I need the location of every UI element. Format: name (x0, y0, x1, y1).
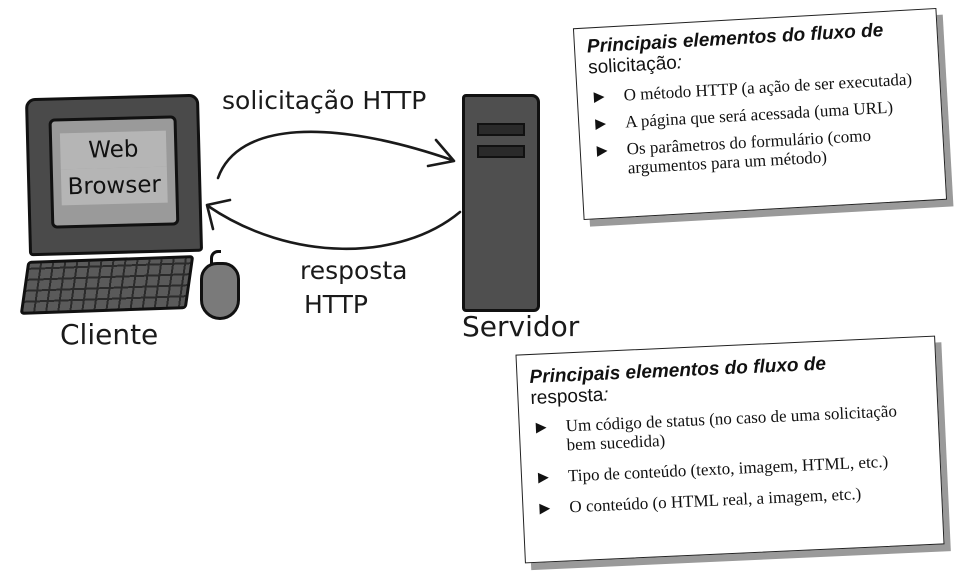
request-box-subtitle-text: solicitação (587, 52, 678, 79)
response-box-subtitle-suffix: : (602, 384, 610, 406)
triangle-bullet-icon: ▶ (593, 88, 606, 106)
client-label: Cliente (60, 318, 159, 351)
list-item: ▶ Os parâmetros do formulário (como argum… (592, 122, 934, 179)
response-label: resposta HTTP (300, 254, 407, 322)
response-label-line-1: resposta (300, 256, 408, 285)
response-box-subtitle-text: resposta (530, 384, 604, 409)
response-elements-list: ▶ Um código de status (no caso de uma sol… (519, 400, 941, 519)
list-item: ▶ O conteúdo (o HTML real, a imagem, etc.… (535, 481, 931, 518)
mouse-icon (200, 262, 240, 320)
request-elements-box: Principais elementos do fluxo de solicit… (572, 7, 948, 221)
list-item-text: Tipo de conteúdo (texto, imagem, HTML, e… (567, 451, 889, 486)
list-item: ▶ Um código de status (no caso de uma sol… (531, 400, 928, 456)
list-item-text: Os parâmetros do formulário (como argume… (626, 125, 872, 178)
screen-line-2: Browser (60, 166, 168, 206)
triangle-bullet-icon: ▶ (539, 500, 551, 517)
server-tower-icon (462, 94, 540, 312)
monitor: Web Browser (24, 93, 204, 257)
response-arrow (206, 204, 462, 251)
server-label: Servidor (462, 310, 580, 343)
request-arrow (216, 130, 454, 180)
web-browser-label: Web Browser (59, 130, 168, 206)
list-item-text: O conteúdo (o HTML real, a imagem, etc.) (569, 484, 862, 517)
response-label-line-2: HTTP (304, 290, 368, 319)
triangle-bullet-icon: ▶ (535, 419, 547, 436)
screen-line-1: Web (59, 130, 167, 170)
triangle-bullet-icon: ▶ (596, 142, 609, 160)
request-label: solicitação HTTP (222, 86, 427, 115)
request-elements-list: ▶O método HTTP (a ação de ser executada)… (577, 68, 944, 180)
triangle-bullet-icon: ▶ (537, 469, 550, 486)
request-arrowhead-icon (426, 138, 456, 168)
drive-slot (477, 145, 525, 158)
monitor-screen: Web Browser (48, 115, 180, 229)
response-arrowhead-icon (205, 198, 232, 231)
response-elements-box: Principais elementos do fluxo de respost… (515, 335, 945, 564)
request-box-subtitle-suffix: : (676, 52, 683, 74)
list-item: ▶ Tipo de conteúdo (texto, imagem, HTML, … (534, 450, 930, 487)
list-item-text: Um código de status (no caso de uma soli… (565, 401, 898, 455)
triangle-bullet-icon: ▶ (594, 115, 607, 133)
drive-slot (477, 123, 525, 136)
keyboard-icon (19, 255, 195, 315)
mouse-cord (210, 250, 221, 267)
